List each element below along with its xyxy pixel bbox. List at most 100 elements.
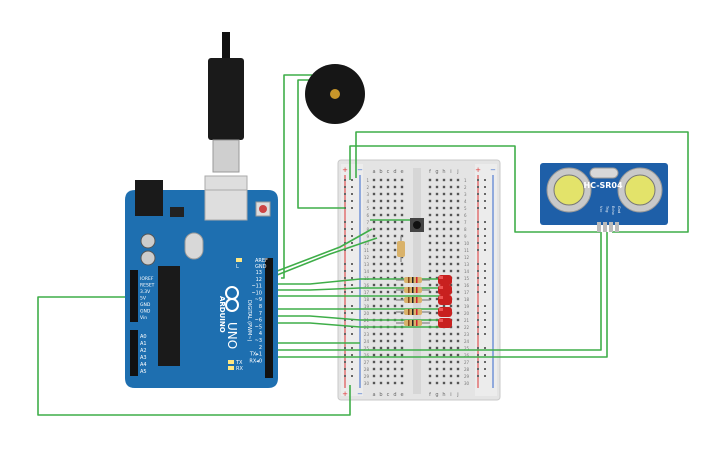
breadboard-hole[interactable] bbox=[379, 220, 383, 224]
breadboard-hole[interactable] bbox=[400, 346, 404, 350]
breadboard-hole[interactable] bbox=[442, 227, 446, 231]
breadboard-hole[interactable] bbox=[393, 374, 397, 378]
rail-hole[interactable] bbox=[477, 333, 479, 335]
breadboard-hole[interactable] bbox=[435, 360, 439, 364]
rail-hole[interactable] bbox=[484, 235, 486, 237]
breadboard-hole[interactable] bbox=[372, 353, 376, 357]
wire-5v-loop[interactable] bbox=[37, 296, 351, 416]
digital-header[interactable] bbox=[265, 258, 273, 378]
breadboard-hole[interactable] bbox=[428, 346, 432, 350]
breadboard-hole[interactable] bbox=[456, 332, 460, 336]
breadboard-hole[interactable] bbox=[456, 248, 460, 252]
breadboard-hole[interactable] bbox=[435, 213, 439, 217]
led-resistor[interactable] bbox=[396, 287, 430, 293]
breadboard-hole[interactable] bbox=[372, 248, 376, 252]
led-resistor[interactable] bbox=[396, 277, 430, 283]
breadboard-hole[interactable] bbox=[393, 213, 397, 217]
wire-sensor-gnd[interactable] bbox=[355, 131, 689, 233]
wire-led-6[interactable] bbox=[272, 322, 445, 328]
rail-hole[interactable] bbox=[344, 263, 346, 265]
sensor-pin-gnd[interactable] bbox=[615, 222, 619, 232]
piezo-buzzer[interactable] bbox=[305, 64, 365, 124]
breadboard-hole[interactable] bbox=[442, 185, 446, 189]
breadboard-hole[interactable] bbox=[400, 262, 404, 266]
sensor-pin-vcc[interactable] bbox=[597, 222, 601, 232]
breadboard-hole[interactable] bbox=[456, 220, 460, 224]
breadboard-hole[interactable] bbox=[449, 332, 453, 336]
rail-hole[interactable] bbox=[484, 312, 486, 314]
rail-hole[interactable] bbox=[351, 284, 353, 286]
sensor-pin-trig[interactable] bbox=[603, 222, 607, 232]
breadboard-hole[interactable] bbox=[393, 339, 397, 343]
breadboard-hole[interactable] bbox=[442, 262, 446, 266]
breadboard-hole[interactable] bbox=[379, 241, 383, 245]
breadboard-hole[interactable] bbox=[456, 353, 460, 357]
analog-header[interactable] bbox=[130, 330, 138, 376]
breadboard-hole[interactable] bbox=[386, 374, 390, 378]
breadboard-hole[interactable] bbox=[379, 339, 383, 343]
rail-hole[interactable] bbox=[344, 326, 346, 328]
breadboard-hole[interactable] bbox=[442, 269, 446, 273]
rail-hole[interactable] bbox=[477, 277, 479, 279]
breadboard-hole[interactable] bbox=[442, 374, 446, 378]
breadboard-hole[interactable] bbox=[400, 213, 404, 217]
breadboard-hole[interactable] bbox=[400, 199, 404, 203]
breadboard-hole[interactable] bbox=[400, 206, 404, 210]
breadboard-hole[interactable] bbox=[435, 199, 439, 203]
rail-hole[interactable] bbox=[351, 305, 353, 307]
breadboard-hole[interactable] bbox=[456, 311, 460, 315]
breadboard-hole[interactable] bbox=[386, 381, 390, 385]
rail-hole[interactable] bbox=[344, 375, 346, 377]
rail-hole[interactable] bbox=[344, 228, 346, 230]
rail-hole[interactable] bbox=[477, 193, 479, 195]
rail-hole[interactable] bbox=[351, 207, 353, 209]
rail-hole[interactable] bbox=[477, 263, 479, 265]
rail-hole[interactable] bbox=[351, 291, 353, 293]
breadboard-hole[interactable] bbox=[386, 297, 390, 301]
breadboard-hole[interactable] bbox=[379, 213, 383, 217]
breadboard-hole[interactable] bbox=[456, 283, 460, 287]
breadboard-hole[interactable] bbox=[393, 367, 397, 371]
breadboard-hole[interactable] bbox=[386, 255, 390, 259]
breadboard-hole[interactable] bbox=[372, 381, 376, 385]
breadboard-hole[interactable] bbox=[386, 234, 390, 238]
breadboard-hole[interactable] bbox=[393, 353, 397, 357]
breadboard-hole[interactable] bbox=[400, 360, 404, 364]
breadboard-hole[interactable] bbox=[442, 353, 446, 357]
rail-hole[interactable] bbox=[344, 249, 346, 251]
breadboard-hole[interactable] bbox=[372, 304, 376, 308]
breadboard-hole[interactable] bbox=[456, 255, 460, 259]
rail-hole[interactable] bbox=[477, 305, 479, 307]
rail-hole[interactable] bbox=[477, 221, 479, 223]
breadboard-hole[interactable] bbox=[386, 206, 390, 210]
breadboard-hole[interactable] bbox=[379, 367, 383, 371]
breadboard-hole[interactable] bbox=[456, 199, 460, 203]
rail-hole[interactable] bbox=[351, 361, 353, 363]
rail-hole[interactable] bbox=[344, 305, 346, 307]
wire-sensor-vcc[interactable] bbox=[349, 145, 600, 233]
breadboard-hole[interactable] bbox=[393, 255, 397, 259]
breadboard-hole[interactable] bbox=[400, 290, 404, 294]
breadboard-hole[interactable] bbox=[449, 262, 453, 266]
breadboard-hole[interactable] bbox=[456, 185, 460, 189]
rail-hole[interactable] bbox=[477, 186, 479, 188]
breadboard-hole[interactable] bbox=[400, 227, 404, 231]
breadboard-hole[interactable] bbox=[435, 234, 439, 238]
rail-hole[interactable] bbox=[477, 179, 479, 181]
rail-hole[interactable] bbox=[351, 249, 353, 251]
breadboard-hole[interactable] bbox=[386, 213, 390, 217]
rail-hole[interactable] bbox=[351, 263, 353, 265]
breadboard-hole[interactable] bbox=[372, 374, 376, 378]
breadboard-hole[interactable] bbox=[428, 311, 432, 315]
breadboard-hole[interactable] bbox=[435, 304, 439, 308]
breadboard-hole[interactable] bbox=[372, 290, 376, 294]
breadboard-hole[interactable] bbox=[393, 304, 397, 308]
breadboard-hole[interactable] bbox=[379, 206, 383, 210]
breadboard-hole[interactable] bbox=[393, 332, 397, 336]
breadboard-hole[interactable] bbox=[456, 192, 460, 196]
led[interactable] bbox=[438, 295, 452, 305]
wire-buzzer-gnd[interactable] bbox=[297, 79, 345, 209]
breadboard-hole[interactable] bbox=[449, 206, 453, 210]
rail-hole[interactable] bbox=[484, 270, 486, 272]
